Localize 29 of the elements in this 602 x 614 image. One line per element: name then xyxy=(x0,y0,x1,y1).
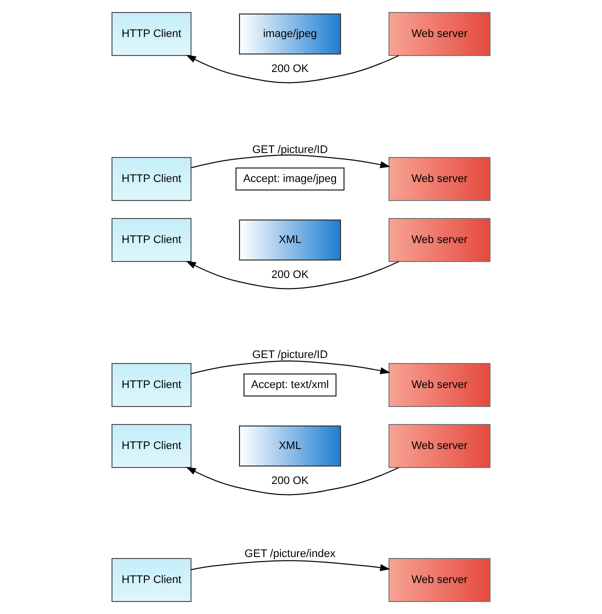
edge-label: 200 OK xyxy=(271,268,309,281)
node-box: HTTP Client xyxy=(112,12,192,56)
node-box: Accept: text/xml xyxy=(244,374,336,396)
edge-label: 200 OK xyxy=(271,474,309,487)
edge-label: 200 OK xyxy=(271,62,309,75)
node-box: HTTP Client xyxy=(112,424,192,468)
node-box: Web server xyxy=(388,157,490,201)
arrow xyxy=(190,154,390,168)
node-box: Web server xyxy=(388,218,490,262)
node-box: Web server xyxy=(388,424,490,468)
edge-label: GET /picture/ID xyxy=(252,144,328,156)
node-box: HTTP Client xyxy=(112,558,192,602)
arrow xyxy=(186,466,400,496)
edge-label: GET /picture/ID xyxy=(252,348,328,361)
node-box: XML xyxy=(239,426,341,466)
node-box: HTTP Client xyxy=(112,363,192,407)
node-box: XML xyxy=(239,220,341,260)
node-box: Accept: image/jpeg xyxy=(236,168,344,190)
node-box: Web server xyxy=(388,558,490,602)
node-box: HTTP Client xyxy=(112,218,192,262)
arrow xyxy=(186,54,400,84)
node-box: Web server xyxy=(388,12,490,56)
node-box: image/jpeg xyxy=(239,14,341,54)
edge-label: GET /picture/index xyxy=(244,548,336,560)
node-box: HTTP Client xyxy=(112,157,192,201)
arrow xyxy=(190,360,390,374)
arrow xyxy=(186,260,400,290)
node-box: Web server xyxy=(388,363,490,407)
arrow xyxy=(190,560,390,572)
